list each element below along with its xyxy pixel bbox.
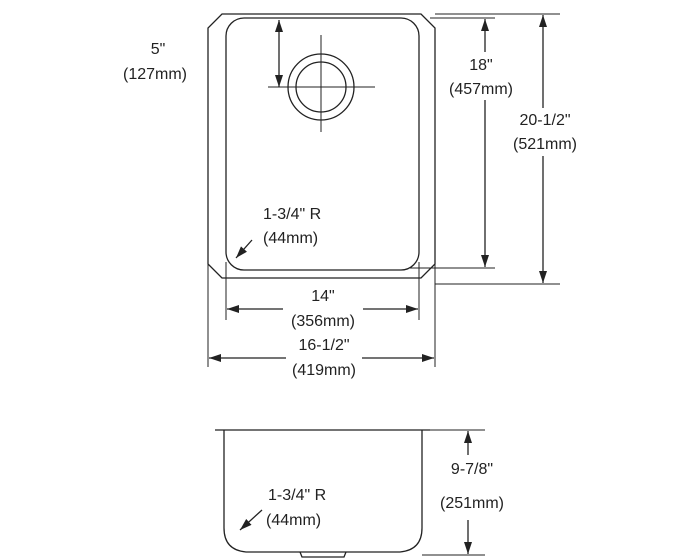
bowl-length-imperial: 18" <box>469 57 492 74</box>
top-view <box>207 13 560 367</box>
radius-imperial-top: 1-3/4" R <box>263 206 321 223</box>
bowl-length-metric: (457mm) <box>449 81 513 98</box>
depth-metric: (251mm) <box>440 495 504 512</box>
drain-offset-metric: (127mm) <box>123 66 187 83</box>
overall-width-imperial: 16-1/2" <box>298 337 349 354</box>
bowl-inner-outline <box>225 17 420 271</box>
overall-width-metric: (419mm) <box>292 362 356 379</box>
radius-metric-top: (44mm) <box>263 230 318 247</box>
sink-outer-outline <box>207 13 436 279</box>
overall-length-imperial: 20-1/2" <box>519 112 570 129</box>
bowl-profile <box>223 430 423 553</box>
radius-leader-top <box>235 239 253 259</box>
drain-offset-imperial: 5" <box>151 41 166 58</box>
bowl-width-metric: (356mm) <box>291 313 355 330</box>
drain-stub <box>299 551 347 558</box>
radius-imperial-side: 1-3/4" R <box>268 487 326 504</box>
radius-metric-side: (44mm) <box>266 512 321 529</box>
radius-leader-side <box>239 509 263 531</box>
overall-length-metric: (521mm) <box>513 136 577 153</box>
side-view <box>215 429 485 558</box>
bowl-width-imperial: 14" <box>311 288 334 305</box>
depth-imperial: 9-7/8" <box>451 461 493 478</box>
